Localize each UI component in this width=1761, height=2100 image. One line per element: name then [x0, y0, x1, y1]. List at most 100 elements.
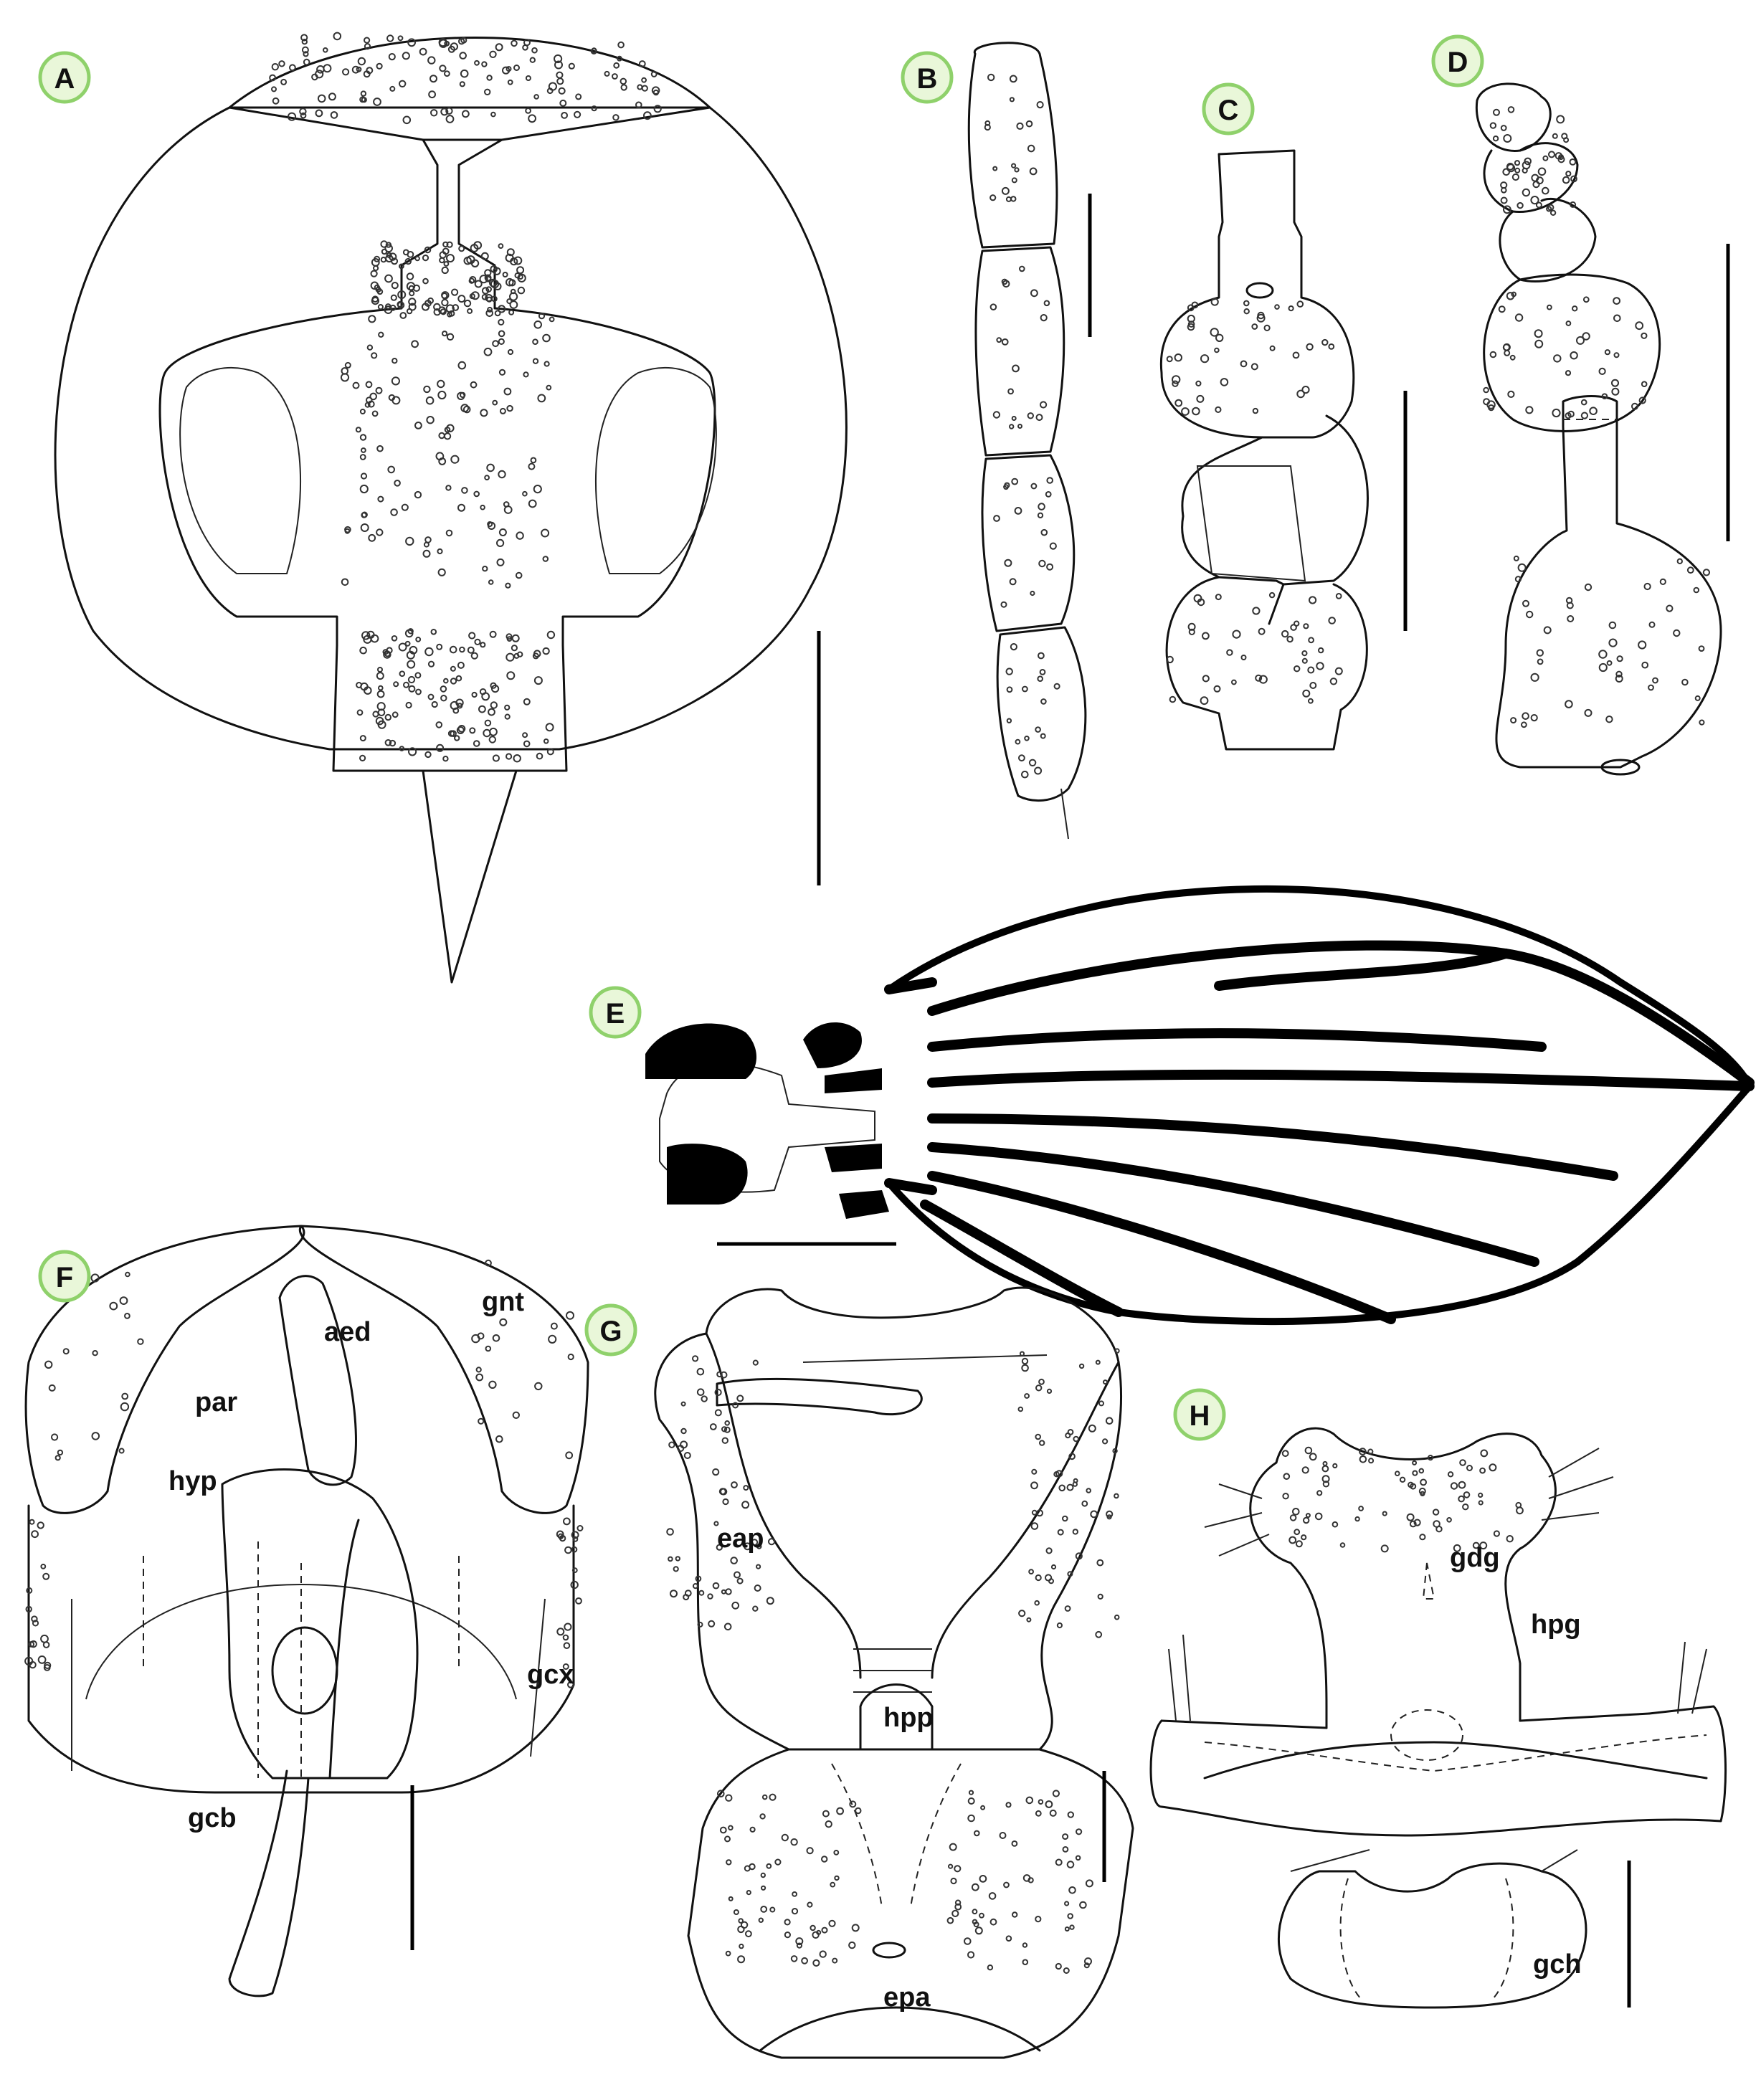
punctation-dot	[707, 1593, 713, 1600]
punctation-dot	[736, 1395, 744, 1402]
punctation-dot	[455, 675, 462, 682]
punctation-dot	[390, 294, 397, 301]
punctation-dot	[404, 640, 411, 647]
punctation-dot	[796, 1942, 803, 1949]
punctation-dot	[1034, 766, 1043, 775]
punctation-dot	[54, 1455, 61, 1461]
punctation-dot	[1446, 1517, 1452, 1523]
punctation-dot	[695, 1575, 702, 1582]
punctation-dot	[1232, 629, 1241, 639]
punctation-dot	[1012, 364, 1020, 373]
punctation-dot	[548, 82, 558, 91]
punctation-dot	[48, 1384, 56, 1392]
punctation-dot	[1500, 196, 1508, 204]
punctation-dot	[768, 1538, 776, 1546]
punctation-dot	[1532, 181, 1540, 189]
punctation-dot	[475, 1367, 482, 1373]
punctation-dot	[91, 1432, 100, 1440]
punctation-dot	[391, 396, 401, 405]
punctation-dot	[564, 1622, 572, 1631]
punctation-dot	[323, 64, 332, 73]
punctation-dot	[371, 352, 378, 359]
punctation-dot	[513, 256, 523, 265]
punctation-dot	[1570, 175, 1577, 183]
punctation-dot	[556, 77, 564, 85]
punctation-dot	[394, 480, 401, 487]
punctation-dot	[979, 1912, 984, 1919]
term-gcx: gcx	[527, 1660, 574, 1690]
punctation-dot	[719, 1826, 727, 1834]
punctation-dot	[1309, 596, 1317, 604]
punctation-dot	[440, 685, 447, 693]
punctation-dot	[436, 743, 445, 752]
punctation-dot	[1514, 313, 1524, 322]
punctation-dot	[1522, 712, 1529, 721]
punctation-dot	[1296, 300, 1304, 308]
punctation-dot	[355, 427, 361, 433]
punctation-dot	[722, 1498, 729, 1506]
punctation-dot	[507, 348, 514, 356]
punctation-dot	[125, 1271, 130, 1278]
panel-g-genital-structures	[654, 1286, 1134, 2059]
punctation-dot	[652, 89, 660, 96]
punctation-dot	[380, 257, 387, 263]
punctation-dot	[766, 1597, 774, 1605]
punctation-dot	[1613, 314, 1621, 323]
punctation-dot	[821, 1926, 828, 1934]
punctation-dot	[369, 392, 378, 401]
punctation-dot	[1686, 566, 1694, 574]
punctation-dot	[790, 1838, 798, 1846]
punctation-dot	[1503, 205, 1511, 214]
punctation-dot	[287, 112, 297, 121]
punctation-dot	[761, 1885, 766, 1891]
punctation-dot	[680, 1401, 686, 1407]
punctation-dot	[438, 38, 447, 47]
punctation-dot	[467, 646, 475, 654]
punctation-dot	[1251, 323, 1258, 330]
punctation-dot	[511, 645, 518, 652]
punctation-dot	[485, 309, 494, 318]
punctation-dot	[333, 32, 342, 41]
punctation-dot	[1489, 1463, 1497, 1472]
punctation-dot	[92, 1350, 98, 1357]
punctation-dot	[1530, 714, 1538, 722]
punctation-dot	[42, 1641, 50, 1648]
punctation-dot	[556, 1530, 564, 1539]
punctation-dot	[1064, 1926, 1070, 1932]
punctation-dot	[1517, 563, 1527, 572]
punctation-dot	[1359, 1448, 1367, 1455]
punctation-dot	[730, 1557, 739, 1564]
punctation-dot	[480, 504, 485, 510]
punctation-dot	[1010, 643, 1018, 651]
punctation-dot	[743, 1485, 749, 1491]
punctation-dot	[1283, 1473, 1291, 1480]
punctation-dot	[1580, 412, 1588, 419]
punctation-dot	[1419, 1534, 1426, 1541]
punctation-dot	[384, 274, 393, 283]
punctation-dot	[364, 686, 372, 695]
punctation-dot	[523, 371, 529, 378]
punctation-dot	[1010, 196, 1017, 202]
punctation-dot	[1069, 1924, 1075, 1930]
punctation-dot	[303, 58, 310, 66]
punctation-dot	[462, 110, 470, 118]
punctation-dot	[496, 558, 505, 566]
punctation-dot	[1503, 134, 1512, 143]
punctation-dot	[1606, 660, 1613, 666]
panel-c-label: C	[1202, 82, 1255, 136]
punctation-dot	[1096, 1559, 1104, 1567]
punctation-dot	[563, 1642, 571, 1649]
punctation-dot	[1615, 670, 1623, 678]
punctation-dot	[1498, 305, 1506, 313]
punctation-dot	[968, 1790, 974, 1795]
punctation-dot	[1172, 380, 1179, 387]
punctation-dot	[620, 77, 627, 85]
punctation-dot	[638, 60, 646, 67]
punctation-dot	[1103, 1379, 1108, 1385]
punctation-dot	[548, 1334, 557, 1344]
punctation-dot	[391, 358, 398, 364]
punctation-dot	[1052, 1790, 1060, 1797]
punctation-dot	[371, 297, 380, 305]
punctation-dot	[359, 409, 366, 414]
punctation-dot	[516, 531, 524, 540]
